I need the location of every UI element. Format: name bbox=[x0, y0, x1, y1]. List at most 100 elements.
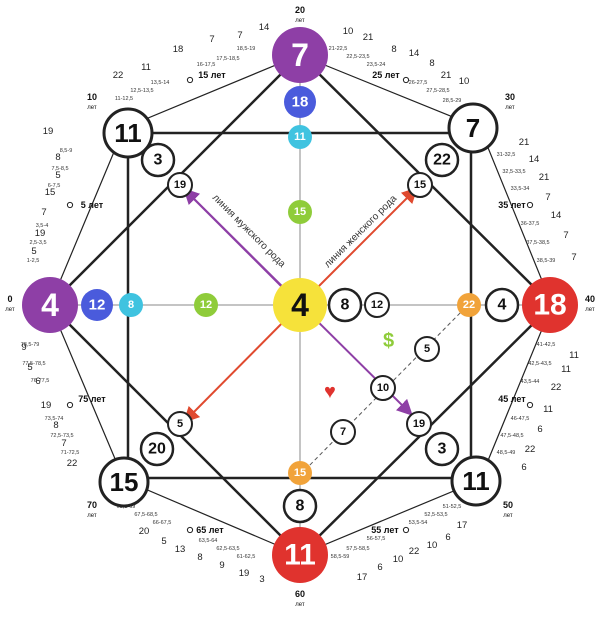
age-30-sub: лет bbox=[505, 105, 515, 111]
dot-5 bbox=[66, 201, 74, 209]
ring-range: 52,5-53,5 bbox=[424, 512, 447, 518]
bottom-inner-2: 15 bbox=[288, 461, 312, 485]
age-0: 0 bbox=[7, 294, 12, 304]
right-inner-4: 8 bbox=[327, 287, 363, 323]
tr-inner-1-circle bbox=[424, 142, 460, 178]
right-inner-1-circle bbox=[484, 287, 520, 323]
br-inner-2: 19 bbox=[406, 411, 432, 437]
ring-number: 6 bbox=[445, 532, 450, 543]
ring-number: 8 bbox=[391, 44, 396, 55]
ring-number: 19 bbox=[35, 228, 46, 239]
money-node-2: 10 bbox=[370, 375, 396, 401]
top-inner-3: 15 bbox=[288, 200, 312, 224]
ring-number: 7 bbox=[545, 192, 550, 203]
top-left-node: 11 bbox=[102, 107, 154, 159]
br-inner-1-value: 3 bbox=[438, 441, 447, 458]
dot-55 bbox=[402, 526, 410, 534]
ring-number: 7 bbox=[571, 252, 576, 263]
left-inner-2-circle bbox=[119, 293, 143, 317]
ring-number: 14 bbox=[259, 22, 270, 33]
ring-number: 8 bbox=[197, 552, 202, 563]
ring-number: 5 bbox=[31, 246, 36, 257]
right-inner-4-circle bbox=[327, 287, 363, 323]
br-inner-2-value: 19 bbox=[413, 418, 425, 430]
bl-inner-2-value: 5 bbox=[177, 418, 183, 430]
ring-number: 9 bbox=[219, 560, 224, 571]
age-15: 15 лет bbox=[198, 70, 226, 80]
ring-range: 58,5-59 bbox=[331, 554, 350, 560]
ring-number: 7 bbox=[41, 207, 46, 218]
ring-range: 22,5-23,5 bbox=[346, 54, 369, 60]
tr-inner-2-circle bbox=[407, 172, 433, 198]
br-inner-2-circle bbox=[406, 411, 432, 437]
bottom-inner-2-circle bbox=[288, 461, 312, 485]
dot-15 bbox=[186, 76, 194, 84]
ring-number: 21 bbox=[539, 172, 550, 183]
ring-number: 19 bbox=[41, 400, 52, 411]
top-node-value: 7 bbox=[291, 37, 309, 73]
top-inner-1: 18 bbox=[284, 86, 316, 118]
left-inner-2: 8 bbox=[119, 293, 143, 317]
dot-65 bbox=[186, 526, 194, 534]
ring-range: 48,5-49 bbox=[497, 450, 516, 456]
age-10: 10 bbox=[87, 92, 97, 102]
left-node-value: 4 bbox=[41, 287, 59, 323]
right-inner-2-value: 22 bbox=[463, 299, 475, 311]
dot-35 bbox=[526, 201, 534, 209]
age-0-sub: лет bbox=[5, 307, 15, 313]
age-55: 55 лет bbox=[371, 525, 399, 535]
ring-range: 61-62,5 bbox=[237, 554, 256, 560]
age-35: 35 лет bbox=[498, 200, 526, 210]
bl-inner-1: 20 bbox=[139, 431, 175, 467]
ring-range: 7,5-8,5 bbox=[51, 166, 68, 172]
ring-range: 21-22,5 bbox=[329, 46, 348, 52]
tl-inner-1: 3 bbox=[140, 142, 176, 178]
bottom-inner-2-value: 15 bbox=[294, 467, 306, 479]
ring-range: 12,5-13,5 bbox=[130, 88, 153, 94]
ring-number: 6 bbox=[521, 462, 526, 473]
bottom-left-node-circle bbox=[98, 456, 150, 508]
ring-number: 9 bbox=[21, 342, 26, 353]
top-left-node-value: 11 bbox=[114, 118, 142, 148]
ring-range: 71-72,5 bbox=[61, 450, 80, 456]
tr-inner-1-value: 22 bbox=[433, 152, 451, 169]
top-inner-3-circle bbox=[288, 200, 312, 224]
top-inner-2-value: 11 bbox=[294, 131, 306, 143]
top-node-circle bbox=[272, 27, 328, 83]
tr-inner-2-value: 15 bbox=[414, 179, 426, 191]
female-line-label: линия женского рода bbox=[322, 193, 399, 270]
ring-number: 14 bbox=[529, 154, 540, 165]
top-inner-3-value: 15 bbox=[294, 206, 306, 218]
age-40-sub: лет bbox=[585, 307, 595, 313]
age-20: 20 bbox=[295, 5, 305, 15]
ring-range: 17,5-18,5 bbox=[216, 56, 239, 62]
ring-range: 1-2,5 bbox=[27, 258, 40, 264]
money-node-2-circle bbox=[370, 375, 396, 401]
top-left-node-circle bbox=[102, 107, 154, 159]
right-inner-4-value: 8 bbox=[341, 297, 350, 314]
age-50: 50 bbox=[503, 500, 513, 510]
dot-45 bbox=[526, 401, 534, 409]
ring-range: 37,5-38,5 bbox=[526, 240, 549, 246]
female-line bbox=[299, 187, 418, 306]
age-45: 45 лет bbox=[498, 394, 526, 404]
age-70: 70 bbox=[87, 500, 97, 510]
ring-number: 6 bbox=[377, 562, 382, 573]
bl-inner-2: 5 bbox=[167, 411, 193, 437]
ring-number: 22 bbox=[551, 382, 562, 393]
ring-number: 14 bbox=[551, 210, 562, 221]
ring-range: 36-37,5 bbox=[521, 221, 540, 227]
age-40: 40 bbox=[585, 294, 595, 304]
heart-icon: ♥ bbox=[324, 381, 336, 403]
money-node-3-circle bbox=[330, 419, 356, 445]
bottom-node: 11 bbox=[272, 527, 328, 583]
ring-range: 33,5-34 bbox=[511, 186, 530, 192]
dot-25 bbox=[402, 76, 410, 84]
ring-number: 7 bbox=[61, 438, 66, 449]
ring-number: 15 bbox=[45, 187, 56, 198]
bl-inner-1-circle bbox=[139, 431, 175, 467]
ring-range: 63,5-64 bbox=[199, 538, 218, 544]
top-inner-1-circle bbox=[284, 86, 316, 118]
ring-range: 6-7,5 bbox=[48, 183, 61, 189]
ring-range: 13,5-14 bbox=[151, 80, 170, 86]
